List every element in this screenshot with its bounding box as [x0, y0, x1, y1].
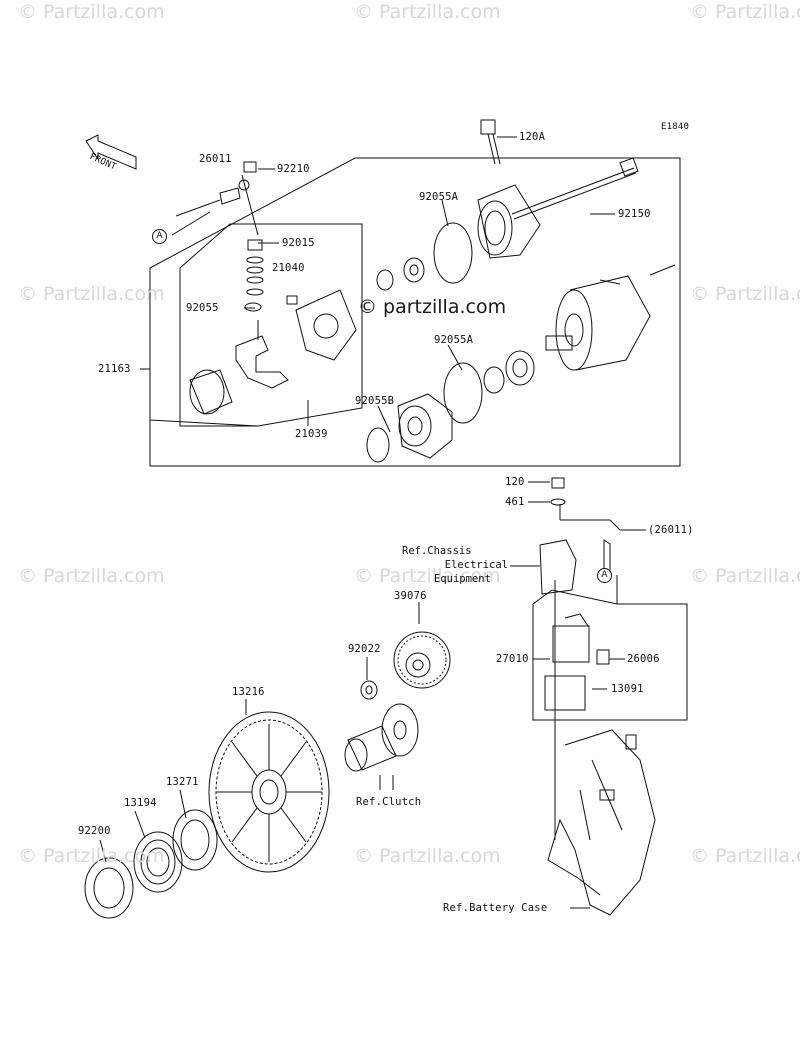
battery-case	[547, 729, 656, 916]
ref-chassis-label: Ref.Chassis Electrical Equipment	[402, 544, 508, 586]
part-label-13271[interactable]: 13271	[166, 776, 199, 788]
ref-battery-case-label: Ref.Battery Case	[443, 902, 548, 914]
o-ring-92055	[244, 302, 262, 312]
part-label-13216[interactable]: 13216	[232, 686, 265, 698]
part-label-92055A[interactable]: 92055A	[419, 191, 459, 203]
o-ring-92055B	[366, 427, 390, 463]
part-label-13194[interactable]: 13194	[124, 797, 157, 809]
starter-relay	[552, 613, 610, 665]
watermark: © Partzilla.com	[18, 1, 165, 23]
brush-plate	[295, 289, 357, 361]
shaft-sleeve	[344, 703, 419, 772]
o-ring-92055A-top	[433, 222, 473, 284]
gasket	[84, 857, 134, 919]
diagram-code: E1840	[661, 122, 690, 132]
watermark: © Partzilla.com	[690, 845, 800, 867]
o-ring-92055A-mid	[443, 362, 483, 424]
part-label-92055[interactable]: 92055	[186, 302, 219, 314]
part-label-26011-ref[interactable]: (26011)	[648, 524, 694, 536]
bolt-120A	[480, 119, 501, 165]
part-label-39076[interactable]: 39076	[394, 590, 427, 602]
part-label-92150[interactable]: 92150	[618, 208, 651, 220]
part-label-26006[interactable]: 26006	[627, 653, 660, 665]
part-label-92200[interactable]: 92200	[78, 825, 111, 837]
relay-group-frame	[532, 589, 688, 721]
watermark: © Partzilla.com	[354, 565, 501, 587]
part-label-27010[interactable]: 27010	[496, 653, 529, 665]
ref-chassis-line3: Equipment	[434, 573, 491, 585]
starter-clutch-gear	[208, 711, 330, 873]
watermark: © Partzilla.com	[18, 565, 165, 587]
watermark: © Partzilla.com	[690, 1, 800, 23]
nut-92210	[243, 161, 257, 173]
part-label-92015[interactable]: 92015	[282, 237, 315, 249]
front-cover	[397, 393, 453, 459]
ref-chassis-line2: Electrical	[444, 559, 508, 571]
ref-clutch-label: Ref.Clutch	[356, 796, 422, 808]
watermark: © Partzilla.com	[18, 283, 165, 305]
end-cover	[477, 184, 541, 259]
part-label-92022[interactable]: 92022	[348, 643, 381, 655]
ref-chassis-line1: Ref.Chassis	[402, 545, 472, 557]
terminal-plate	[235, 320, 289, 389]
watermark-center: © partzilla.com	[358, 296, 507, 318]
part-label-92055A[interactable]: 92055A	[434, 334, 474, 346]
starter-cable	[175, 161, 257, 217]
idle-gear	[393, 631, 451, 689]
watermark: © Partzilla.com	[690, 283, 800, 305]
relay-cover	[544, 675, 586, 711]
watermark: © Partzilla.com	[354, 845, 501, 867]
starter-motor	[545, 264, 676, 371]
one-way-clutch	[133, 831, 183, 893]
watermark: © Partzilla.com	[18, 845, 165, 867]
watermark: © Partzilla.com	[354, 1, 501, 23]
part-label-92210[interactable]: 92210	[277, 163, 310, 175]
part-label-26011[interactable]: 26011	[199, 153, 232, 165]
callout-a: A	[152, 229, 167, 244]
nut-stack	[246, 239, 298, 305]
part-label-21040[interactable]: 21040	[272, 262, 305, 274]
part-label-92055B[interactable]: 92055B	[355, 395, 395, 407]
relay-bracket	[539, 477, 577, 595]
washer-92022	[360, 680, 378, 700]
part-label-21039[interactable]: 21039	[295, 428, 328, 440]
part-label-461[interactable]: 461	[505, 496, 525, 508]
clutch-plate	[172, 809, 218, 871]
brush-holder-group-frame	[179, 223, 363, 427]
part-label-21163[interactable]: 21163	[98, 363, 131, 375]
part-label-13091[interactable]: 13091	[611, 683, 644, 695]
front-arrow-icon	[85, 134, 137, 170]
brush-holder-sleeve	[189, 369, 233, 415]
watermark: © Partzilla.com	[690, 565, 800, 587]
starter-assembly-frame	[149, 157, 681, 467]
callout-a: A	[597, 568, 612, 583]
part-label-120A[interactable]: 120A	[519, 131, 546, 143]
part-label-120[interactable]: 120	[505, 476, 525, 488]
long-bolt-92150	[511, 157, 639, 220]
